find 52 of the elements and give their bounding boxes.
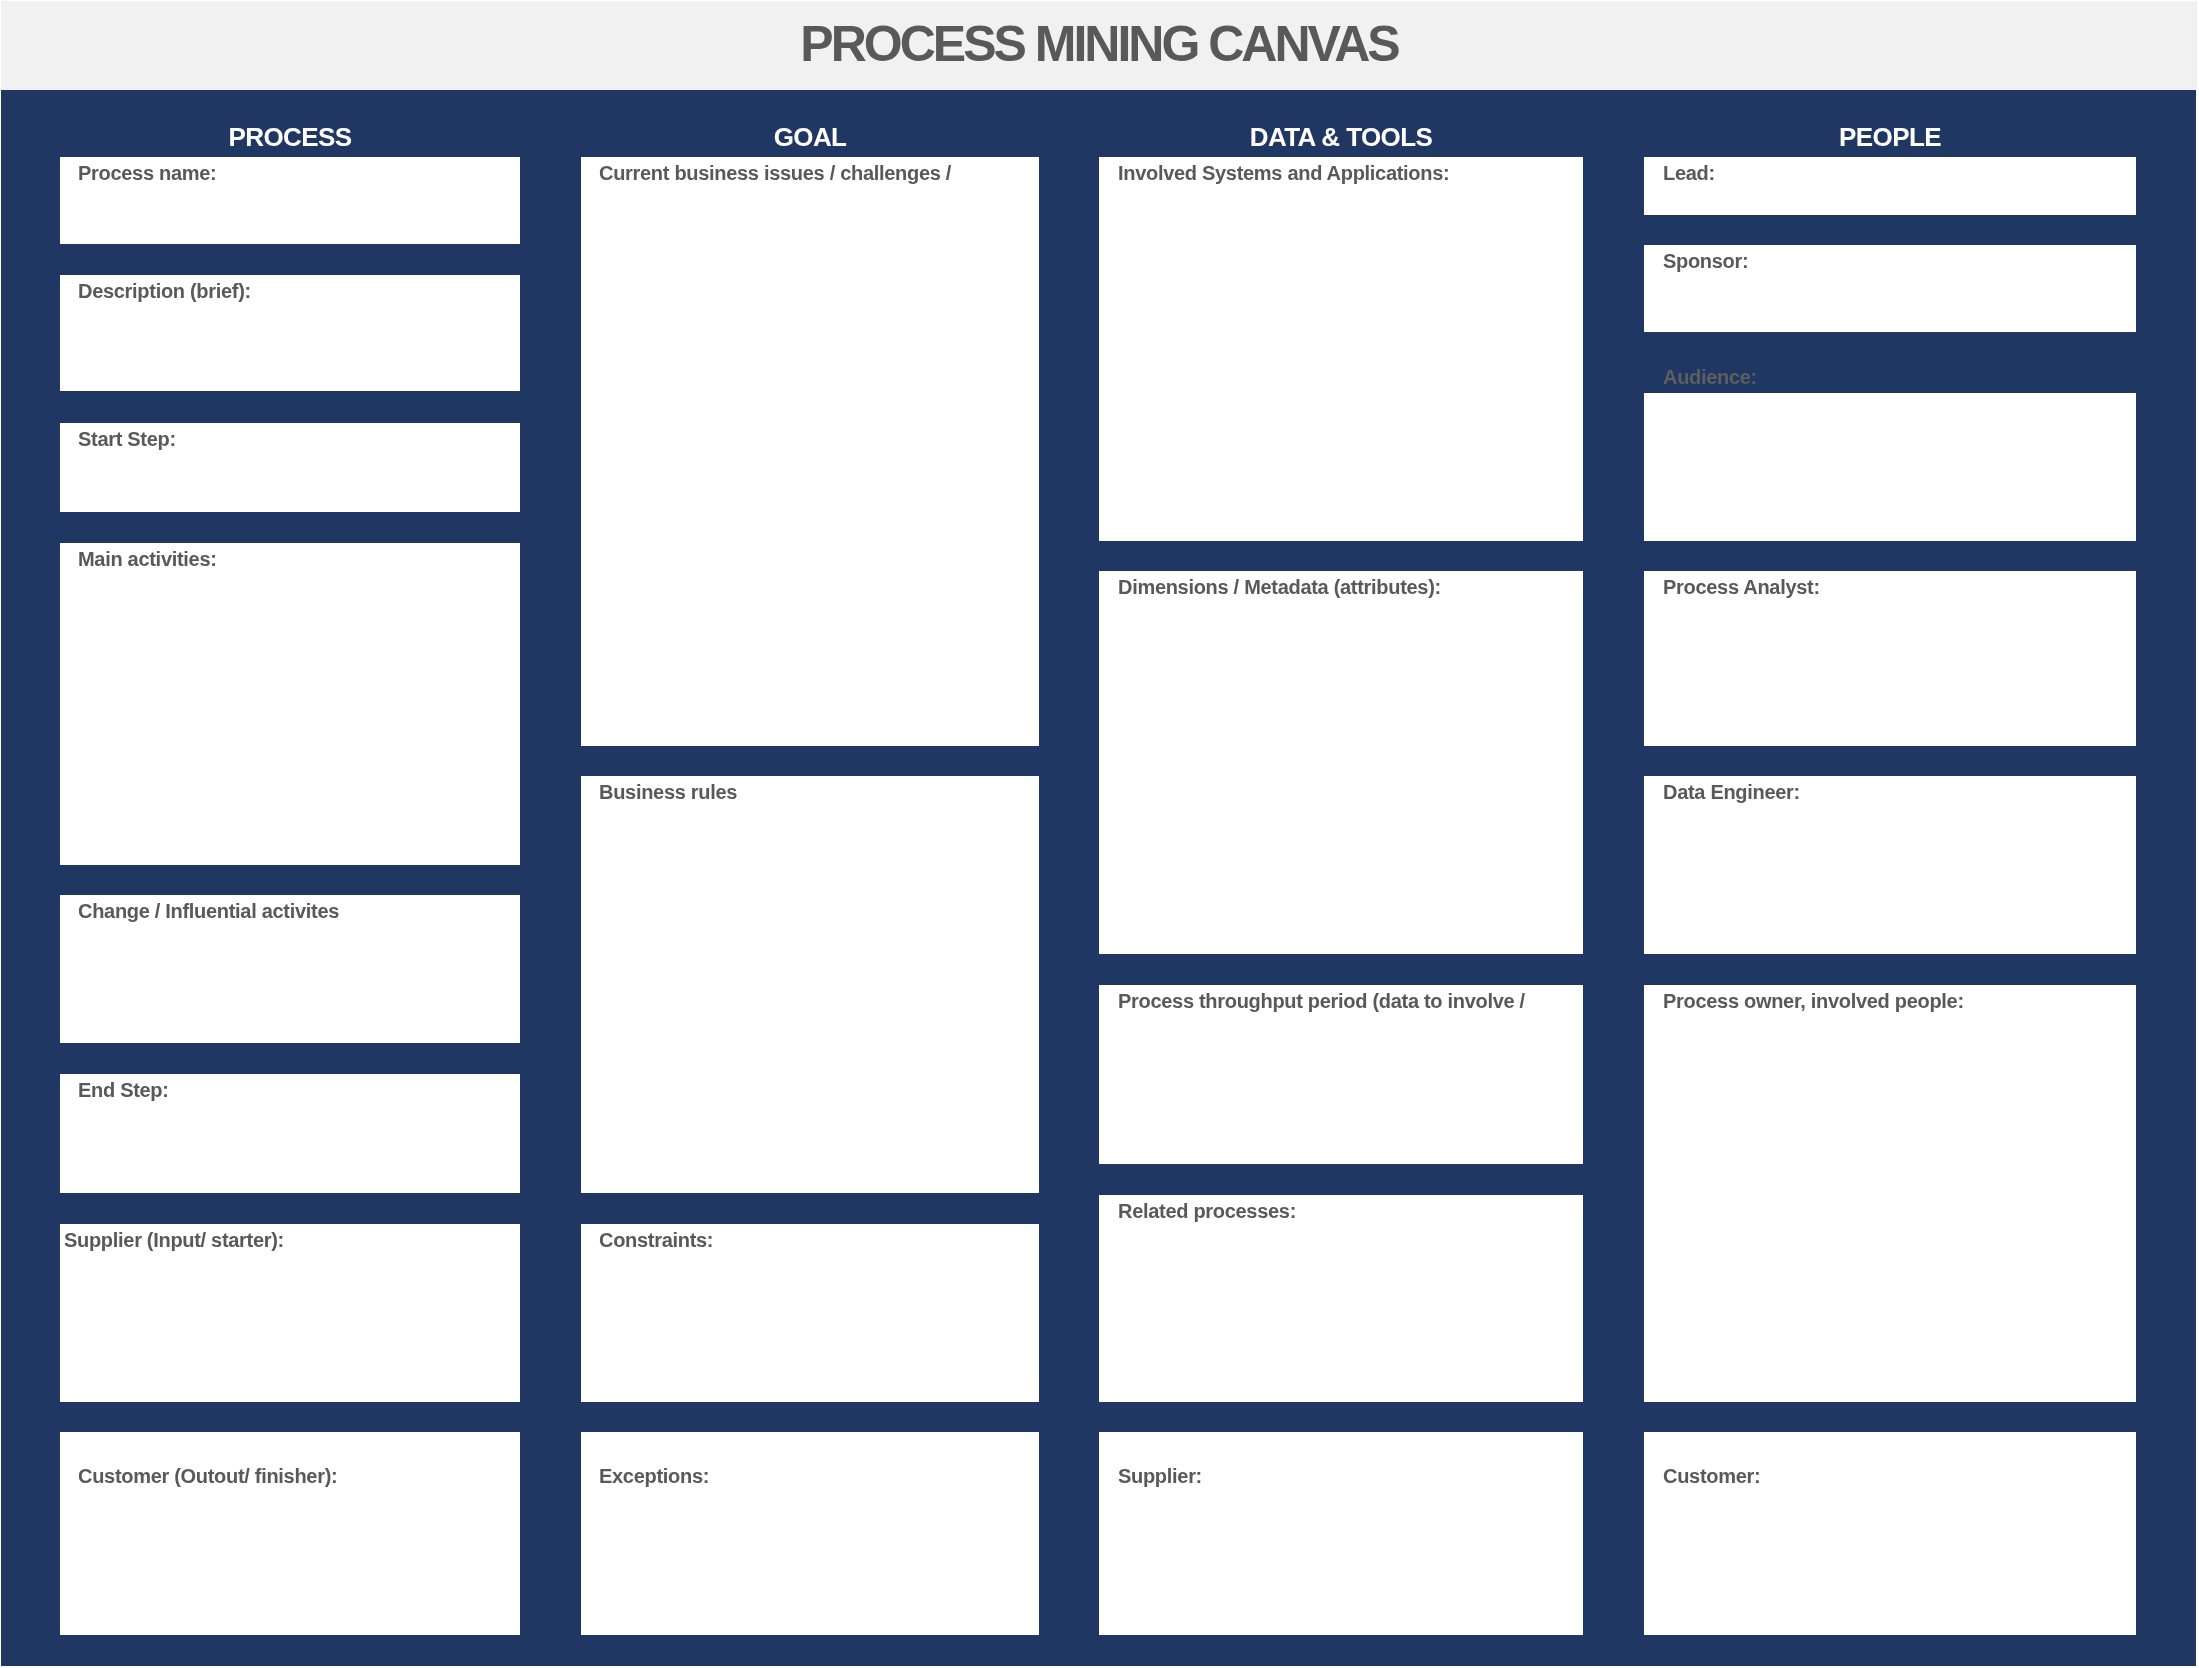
- canvas-card: [1644, 571, 2136, 746]
- field-label: Process owner, involved people:: [1663, 989, 1964, 1013]
- canvas-card: [581, 776, 1039, 1193]
- canvas-card: [60, 1224, 520, 1402]
- column-heading: PROCESS: [228, 121, 352, 154]
- canvas-card: [1644, 157, 2136, 215]
- column-heading: PEOPLE: [1839, 121, 1941, 154]
- field-label: Supplier:: [1118, 1464, 1202, 1488]
- canvas-card: [60, 1432, 520, 1635]
- canvas-card: [60, 1074, 520, 1193]
- canvas-card: [1099, 157, 1583, 541]
- field-label: Audience:: [1663, 365, 1757, 389]
- field-label: Current business issues / challenges /: [599, 161, 952, 185]
- column-heading: DATA & TOOLS: [1249, 121, 1433, 154]
- field-label: Sponsor:: [1663, 249, 1749, 273]
- field-label: Exceptions:: [599, 1464, 710, 1488]
- canvas-card: [1644, 776, 2136, 954]
- field-label: Customer:: [1663, 1464, 1761, 1488]
- canvas-card: [60, 895, 520, 1043]
- field-label: Dimensions / Metadata (attributes):: [1118, 575, 1441, 599]
- field-label: Process throughput period (data to involve /: [1118, 989, 1525, 1013]
- canvas-card: [581, 1432, 1039, 1635]
- canvas-card: [60, 543, 520, 865]
- field-label: Involved Systems and Applications:: [1118, 161, 1450, 185]
- field-label: Related processes:: [1118, 1199, 1297, 1223]
- field-label: Lead:: [1663, 161, 1715, 185]
- canvas-card: [1644, 1432, 2136, 1635]
- canvas-card: [1099, 1195, 1583, 1402]
- field-label: Constraints:: [599, 1228, 714, 1252]
- page-title: PROCESS MINING CANVAS: [800, 15, 1398, 72]
- canvas-card: [1644, 245, 2136, 332]
- field-label: End Step:: [78, 1078, 169, 1102]
- field-label: Business rules: [599, 780, 738, 804]
- canvas-card: [581, 157, 1039, 746]
- canvas-card: [1099, 571, 1583, 954]
- canvas-card: [1099, 1432, 1583, 1635]
- field-label: Process Analyst:: [1663, 575, 1820, 599]
- column-heading: GOAL: [773, 121, 847, 154]
- canvas-card: [1099, 985, 1583, 1164]
- canvas-card: [60, 275, 520, 391]
- field-label: Data Engineer:: [1663, 780, 1800, 804]
- canvas-card: [1644, 985, 2136, 1402]
- canvas-card: [60, 423, 520, 512]
- field-label: Process name:: [78, 161, 217, 185]
- field-label: Supplier (Input/ starter):: [64, 1228, 284, 1252]
- field-label: Description (brief):: [78, 279, 251, 303]
- field-label: Start Step:: [78, 427, 176, 451]
- canvas-card: [581, 1224, 1039, 1402]
- field-label: Change / Influential activites: [78, 899, 340, 923]
- canvas-card: [60, 157, 520, 244]
- field-label: Main activities:: [78, 547, 217, 571]
- field-label: Customer (Outout/ finisher):: [78, 1464, 338, 1488]
